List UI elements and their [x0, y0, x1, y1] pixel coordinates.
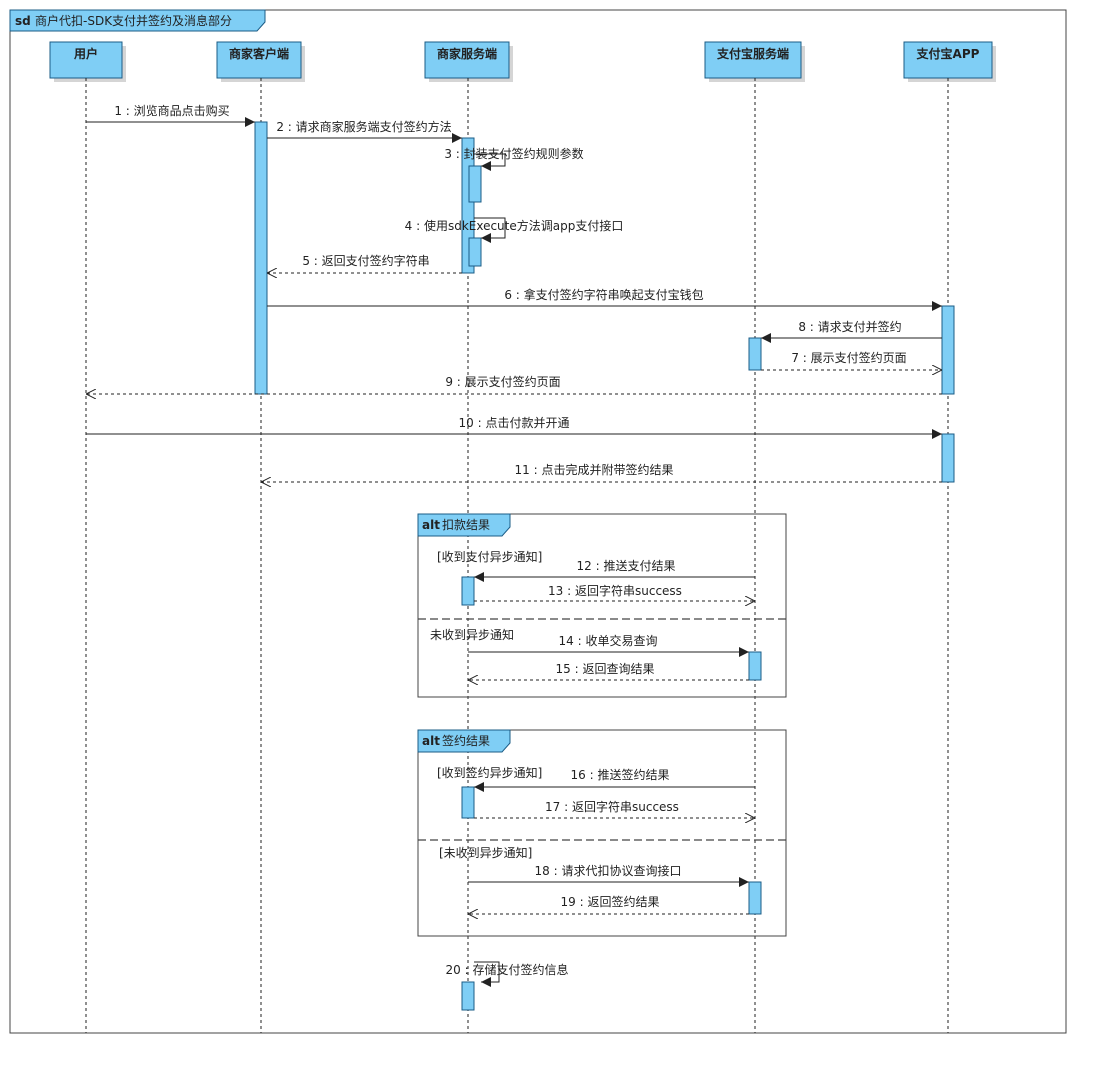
fragment-sign-result: alt 签约结果 [收到签约异步通知] [未收到异步通知]	[417, 729, 787, 937]
message-5[interactable]: 5 : 返回支付签约字符串	[267, 253, 462, 273]
message-4[interactable]: 4 : 使用sdkExecute方法调app支付接口	[405, 217, 624, 243]
participant-alipay-server[interactable]: 支付宝服务端	[704, 41, 805, 82]
activation-alipay-server-18	[748, 881, 762, 915]
participant-label: 商家服务端	[437, 46, 497, 61]
message-label: 14 : 收单交易查询	[559, 633, 658, 648]
messages: 1 : 浏览商品点击购买 2 : 请求商家服务端支付签约方法 3 : 封装支付签…	[86, 103, 942, 987]
fragment-title: 签约结果	[442, 733, 490, 748]
activation-alipay-app	[941, 305, 955, 395]
message-1[interactable]: 1 : 浏览商品点击购买	[86, 103, 255, 127]
frame-keyword: sd	[15, 14, 31, 28]
message-label: 16 : 推送签约结果	[571, 767, 670, 782]
message-13[interactable]: 13 : 返回字符串success	[474, 583, 755, 601]
message-label: 12 : 推送支付结果	[577, 558, 676, 573]
message-label: 2 : 请求商家服务端支付签约方法	[276, 119, 451, 134]
activation-merchant-server-self-4	[468, 237, 482, 267]
message-2[interactable]: 2 : 请求商家服务端支付签约方法	[267, 119, 462, 143]
message-label: 15 : 返回查询结果	[556, 662, 655, 676]
message-14[interactable]: 14 : 收单交易查询	[468, 633, 749, 657]
activation-alipay-server	[748, 337, 762, 371]
message-label: 19 : 返回签约结果	[561, 894, 660, 909]
fragment-guard: [收到支付异步通知]	[437, 550, 542, 564]
participants: 用户 商家客户端 商家服务端 支付宝服务端 支付宝APP	[49, 41, 996, 82]
message-6[interactable]: 6 : 拿支付签约字符串唤起支付宝钱包	[267, 287, 942, 311]
message-label: 20 : 存储支付签约信息	[446, 962, 569, 977]
message-19[interactable]: 19 : 返回签约结果	[468, 894, 749, 914]
fragment-title: 扣款结果	[442, 518, 490, 532]
participant-alipay-app[interactable]: 支付宝APP	[903, 41, 996, 82]
message-16[interactable]: 16 : 推送签约结果	[474, 767, 755, 792]
fragment-guard: 未收到异步通知	[430, 628, 514, 642]
activation-merchant-server-20	[461, 981, 475, 1011]
message-11[interactable]: 11 : 点击完成并附带签约结果	[261, 462, 942, 482]
message-7[interactable]: 7 : 展示支付签约页面	[761, 350, 942, 370]
message-3[interactable]: 3 : 封装支付签约规则参数	[444, 146, 584, 171]
participant-label: 商家客户端	[229, 46, 289, 61]
fragment-keyword: alt	[422, 518, 440, 532]
participant-label: 用户	[73, 46, 98, 61]
activation-alipay-app-2	[941, 433, 955, 483]
message-label: 6 : 拿支付签约字符串唤起支付宝钱包	[504, 287, 703, 302]
message-17[interactable]: 17 : 返回字符串success	[474, 799, 755, 818]
message-label: 3 : 封装支付签约规则参数	[444, 146, 583, 161]
message-10[interactable]: 10 : 点击付款并开通	[86, 416, 942, 439]
message-15[interactable]: 15 : 返回查询结果	[468, 662, 749, 680]
fragment-guard: [收到签约异步通知]	[437, 765, 542, 780]
participant-user[interactable]: 用户	[49, 41, 126, 82]
participant-label: 支付宝服务端	[716, 46, 789, 61]
message-label: 18 : 请求代扣协议查询接口	[535, 863, 682, 878]
message-label: 9 : 展示支付签约页面	[445, 374, 560, 389]
sd-frame: sd 商户代扣-SDK支付并签约及消息部分	[9, 9, 1067, 1034]
message-label: 10 : 点击付款并开通	[459, 416, 570, 430]
activation-merchant-server-12	[461, 576, 475, 606]
message-label: 13 : 返回字符串success	[548, 583, 682, 598]
message-label: 17 : 返回字符串success	[545, 799, 679, 814]
message-18[interactable]: 18 : 请求代扣协议查询接口	[468, 863, 749, 887]
fragment-guard: [未收到异步通知]	[439, 846, 532, 860]
message-8[interactable]: 8 : 请求支付并签约	[761, 319, 942, 343]
activation-merchant-server-16	[461, 786, 475, 819]
message-20[interactable]: 20 : 存储支付签约信息	[446, 961, 569, 987]
participant-merchant-server[interactable]: 商家服务端	[424, 41, 513, 82]
activation-merchant-client	[254, 121, 268, 395]
message-label: 11 : 点击完成并附带签约结果	[515, 462, 674, 477]
message-label: 4 : 使用sdkExecute方法调app支付接口	[405, 218, 624, 233]
message-9[interactable]: 9 : 展示支付签约页面	[86, 374, 942, 394]
fragment-keyword: alt	[422, 734, 440, 748]
fragment-payment-result: alt 扣款结果 [收到支付异步通知] 未收到异步通知	[417, 513, 787, 698]
message-label: 5 : 返回支付签约字符串	[302, 253, 429, 268]
message-12[interactable]: 12 : 推送支付结果	[474, 558, 755, 582]
frame-title: 商户代扣-SDK支付并签约及消息部分	[35, 13, 232, 28]
message-label: 7 : 展示支付签约页面	[791, 350, 906, 365]
activation-alipay-server-14	[748, 651, 762, 681]
message-label: 8 : 请求支付并签约	[798, 319, 901, 334]
participant-label: 支付宝APP	[916, 46, 980, 61]
message-label: 1 : 浏览商品点击购买	[114, 103, 229, 118]
activation-merchant-server-self-3	[468, 165, 482, 203]
participant-merchant-client[interactable]: 商家客户端	[216, 41, 305, 82]
activations	[254, 121, 955, 1011]
